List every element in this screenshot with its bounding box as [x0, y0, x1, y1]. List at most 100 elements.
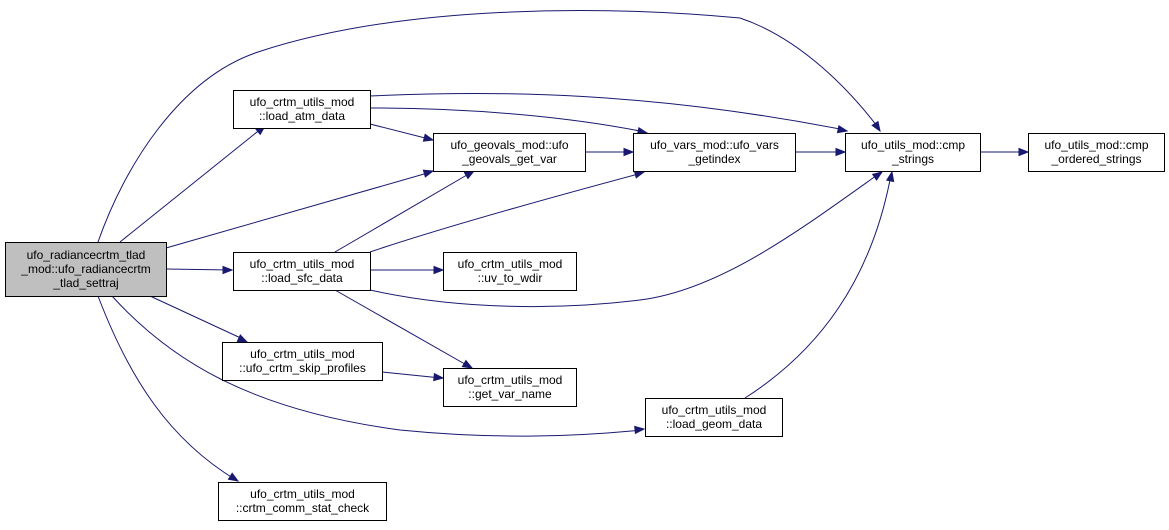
edge-geovals_get_var-to-vars_getindex: [585, 147, 635, 157]
arrowhead: [461, 359, 474, 369]
node-label-line: ::load_geom_data: [666, 417, 762, 431]
node-skip-profiles[interactable]: ufo_crtm_utils_mod::ufo_crtm_skip_profil…: [222, 342, 383, 381]
node-label-line: ufo_crtm_utils_mod: [458, 257, 563, 271]
node-label-line: ufo_crtm_utils_mod: [250, 347, 355, 361]
edge-settraj-to-skip_profiles: [149, 295, 249, 343]
node-box: [5, 242, 167, 297]
node-label-line: _mod::ufo_radiancecrtm: [20, 262, 150, 276]
edge-cmp_strings-to-cmp_ordered: [980, 147, 1030, 157]
arrowhead: [222, 265, 234, 275]
edge-load_sfc-to-vars_getindex: [369, 170, 646, 253]
edge-skip_profiles-to-get_var_name: [381, 371, 445, 382]
node-cmp-ordered[interactable]: ufo_utils_mod::cmp_ordered_strings: [1028, 133, 1165, 172]
node-get-var-name[interactable]: ufo_crtm_utils_mod::get_var_name: [443, 368, 577, 407]
node-box: [233, 252, 371, 291]
edge-line: [369, 172, 643, 253]
arrowhead: [463, 170, 476, 180]
edge-load_sfc-to-uv_to_wdir: [370, 265, 445, 275]
node-box: [1028, 133, 1165, 172]
node-vars-getindex[interactable]: ufo_vars_mod::ufo_vars_getindex: [633, 133, 796, 172]
node-label-line: ::ufo_crtm_skip_profiles: [239, 361, 366, 375]
edge-settraj-to-load_atm: [119, 125, 267, 243]
node-label-line: _strings: [891, 152, 934, 166]
edge-line: [369, 92, 846, 131]
node-load-sfc[interactable]: ufo_crtm_utils_mod::load_sfc_data: [233, 252, 371, 291]
edge-load_atm-to-vars_getindex: [369, 107, 649, 136]
node-label-line: ::uv_to_wdir: [478, 271, 543, 285]
arrowhead: [227, 472, 240, 482]
node-box: [443, 368, 577, 407]
node-label-line: ufo_radiancecrtm_tlad: [27, 248, 146, 262]
edge-settraj-to-load_sfc: [165, 265, 234, 275]
node-load-geom[interactable]: ufo_crtm_utils_mod::load_geom_data: [645, 398, 783, 437]
node-label-line: ufo_crtm_utils_mod: [250, 95, 355, 109]
node-box: [845, 133, 981, 172]
edge-line: [334, 171, 473, 253]
node-box: [633, 133, 796, 172]
arrowhead: [623, 147, 635, 157]
node-label-line: ::crtm_comm_stat_check: [236, 501, 370, 515]
node-box: [443, 252, 577, 291]
edge-line: [97, 295, 237, 481]
edge-load_geom-to-cmp_strings: [744, 170, 895, 399]
node-label-line: ::load_sfc_data: [261, 271, 343, 285]
edge-line: [111, 295, 643, 437]
edge-line: [334, 289, 471, 368]
node-load-atm[interactable]: ufo_crtm_utils_mod::load_atm_data: [233, 90, 371, 129]
edge-line: [369, 172, 881, 308]
edge-line: [97, 10, 881, 243]
arrowhead: [871, 120, 881, 133]
edge-line: [119, 127, 263, 243]
edge-line: [369, 123, 434, 141]
node-label-line: _getindex: [687, 152, 740, 166]
edges-layer: [97, 10, 1030, 482]
node-label-line: ufo_crtm_utils_mod: [250, 487, 355, 501]
arrowhead: [871, 171, 884, 181]
node-comm-stat-check[interactable]: ufo_crtm_utils_mod::crtm_comm_stat_check: [218, 482, 387, 521]
arrowhead: [634, 425, 646, 435]
node-box: [645, 398, 783, 437]
arrowhead: [885, 170, 895, 183]
nodes-layer: ufo_radiancecrtm_tlad_mod::ufo_radiancec…: [5, 90, 1165, 521]
node-label-line: ufo_crtm_utils_mod: [458, 373, 563, 387]
edge-settraj-to-load_geom: [111, 295, 646, 437]
edge-settraj-to-cmp_strings: [97, 10, 881, 243]
node-label-line: ufo_utils_mod::cmp: [1044, 138, 1148, 152]
edge-settraj-to-geovals_get_var: [165, 169, 435, 249]
edge-line: [381, 371, 442, 379]
node-label-line: _ordered_strings: [1050, 152, 1141, 166]
edge-load_sfc-to-geovals_get_var: [334, 170, 476, 253]
edge-line: [165, 268, 232, 271]
edge-line: [369, 107, 646, 133]
node-box: [218, 482, 387, 521]
node-box: [233, 90, 371, 129]
arrowhead: [836, 124, 849, 134]
arrowhead: [835, 147, 847, 157]
arrowhead: [433, 265, 445, 275]
arrowhead: [422, 169, 435, 178]
node-cmp-strings[interactable]: ufo_utils_mod::cmp_strings: [845, 133, 981, 172]
node-box: [222, 342, 383, 381]
arrowhead: [236, 334, 249, 343]
edge-load_sfc-to-get_var_name: [334, 289, 474, 369]
node-settraj[interactable]: ufo_radiancecrtm_tlad_mod::ufo_radiancec…: [5, 242, 167, 297]
node-label-line: ufo_utils_mod::cmp: [861, 138, 965, 152]
node-label-line: ufo_geovals_mod::ufo: [450, 138, 568, 152]
edge-line: [149, 295, 246, 341]
arrowhead: [422, 133, 435, 142]
edge-line: [744, 179, 891, 399]
edge-vars_getindex-to-cmp_strings: [795, 147, 847, 157]
edge-load_sfc-to-cmp_strings: [369, 171, 884, 308]
edge-load_atm-to-cmp_strings: [369, 92, 849, 134]
node-uv-to-wdir[interactable]: ufo_crtm_utils_mod::uv_to_wdir: [443, 252, 577, 291]
node-label-line: ufo_crtm_utils_mod: [662, 403, 767, 417]
edge-load_atm-to-geovals_get_var: [369, 123, 435, 142]
node-label-line: ufo_vars_mod::ufo_vars: [650, 138, 779, 152]
node-label-line: ::load_atm_data: [259, 109, 345, 123]
edge-settraj-to-comm_stat_check: [97, 295, 240, 482]
edge-line: [165, 171, 432, 249]
arrowhead: [433, 372, 445, 382]
node-label-line: ufo_crtm_utils_mod: [250, 257, 355, 271]
node-geovals-get-var[interactable]: ufo_geovals_mod::ufo_geovals_get_var: [433, 133, 586, 172]
